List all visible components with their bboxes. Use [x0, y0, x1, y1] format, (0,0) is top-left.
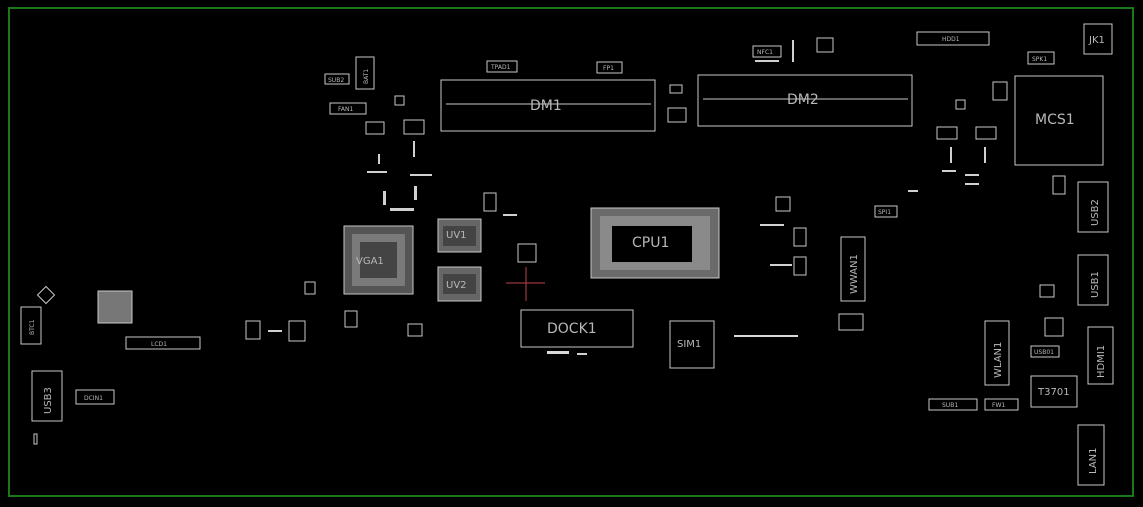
btc1-connector[interactable]: BTC1	[20, 306, 42, 345]
bat1-connector[interactable]: BAT1	[355, 56, 375, 90]
btc1-label: BTC1	[29, 319, 36, 335]
left-diamond-part[interactable]	[36, 285, 56, 305]
dm1-slot[interactable]: DM1	[440, 79, 656, 132]
hdmi1-port[interactable]: HDMI1	[1087, 326, 1114, 385]
dock1-label: DOCK1	[547, 321, 597, 337]
spk1-label: SPK1	[1032, 56, 1047, 63]
lcd1-label: LCD1	[151, 341, 167, 348]
mcs1-label: MCS1	[1035, 112, 1075, 128]
usb1-label: USB1	[1090, 271, 1101, 298]
nfc1-label: NFC1	[757, 49, 773, 56]
cpu1-chip[interactable]: CPU1	[590, 207, 720, 279]
cursor-marker	[506, 267, 545, 301]
mcs1-component[interactable]: MCS1	[1014, 75, 1104, 166]
sub2-label: SUB2	[328, 77, 344, 84]
fw1-label: FW1	[992, 402, 1005, 409]
t3701-transformer[interactable]: T3701	[1030, 375, 1078, 408]
usb2-label: USB2	[1090, 199, 1101, 226]
usb2-port[interactable]: USB2	[1077, 181, 1109, 233]
nfc1-connector[interactable]: NFC1	[752, 45, 782, 58]
fw1-connector[interactable]: FW1	[984, 398, 1019, 411]
fan1-label: FAN1	[338, 106, 353, 113]
fp1-label: FP1	[603, 65, 614, 72]
bat1-label: BAT1	[363, 69, 370, 84]
usb01-connector[interactable]: USB01	[1030, 345, 1060, 358]
dock1-connector[interactable]: DOCK1	[520, 309, 634, 348]
dock1-pins	[547, 351, 569, 354]
t3701-label: T3701	[1037, 387, 1070, 398]
left-bga-chip[interactable]	[97, 290, 133, 324]
dcin1-connector[interactable]: DCIN1	[75, 389, 115, 405]
small-parts-cluster	[33, 37, 1066, 445]
lan1-port[interactable]: LAN1	[1077, 424, 1105, 486]
tpad1-connector[interactable]: TPAD1	[486, 60, 518, 73]
hdmi1-label: HDMI1	[1096, 345, 1107, 378]
jk1-jack[interactable]: JK1	[1083, 23, 1113, 55]
hdd1-connector[interactable]: HDD1	[916, 31, 990, 46]
dcin1-label: DCIN1	[84, 395, 103, 402]
sim1-slot[interactable]: SIM1	[669, 320, 715, 369]
sub2-connector[interactable]: SUB2	[324, 73, 350, 85]
usb01-label: USB01	[1034, 349, 1054, 356]
jk1-label: JK1	[1088, 35, 1105, 46]
dm2-label: DM2	[787, 92, 819, 108]
uv2-label: UV2	[446, 280, 467, 291]
dm1-label: DM1	[530, 98, 562, 114]
cpu1-label: CPU1	[632, 235, 669, 251]
hdd1-label: HDD1	[942, 36, 960, 43]
wlan1-label: WLAN1	[993, 342, 1004, 378]
usb3-port[interactable]: USB3	[31, 370, 63, 422]
vga1-label: VGA1	[356, 256, 384, 267]
dm2-slot[interactable]: DM2	[697, 74, 913, 127]
board-outline	[8, 7, 1134, 497]
sim1-trace	[734, 335, 798, 337]
tpad1-label: TPAD1	[490, 64, 511, 71]
lcd1-connector[interactable]: LCD1	[125, 336, 201, 350]
spk1-connector[interactable]: SPK1	[1027, 51, 1055, 65]
uv1-label: UV1	[446, 230, 467, 241]
wwan1-label: WWAN1	[849, 254, 860, 294]
wlan1-slot[interactable]: WLAN1	[984, 320, 1010, 386]
vga1-chip[interactable]: VGA1	[343, 225, 414, 295]
spi1-label: SPI1	[878, 209, 891, 216]
fp1-connector[interactable]: FP1	[596, 61, 623, 74]
uv2-chip[interactable]: UV2	[437, 266, 482, 302]
sub1-connector[interactable]: SUB1	[928, 398, 978, 411]
spi1-connector[interactable]: SPI1	[874, 205, 898, 218]
sim1-label: SIM1	[677, 339, 701, 350]
uv1-chip[interactable]: UV1	[437, 218, 482, 253]
sub1-label: SUB1	[942, 402, 958, 409]
usb1-port[interactable]: USB1	[1077, 254, 1109, 306]
wwan1-slot[interactable]: WWAN1	[840, 236, 866, 302]
fan1-connector[interactable]: FAN1	[329, 102, 367, 115]
lan1-label: LAN1	[1088, 448, 1099, 474]
usb3-label: USB3	[43, 387, 54, 414]
